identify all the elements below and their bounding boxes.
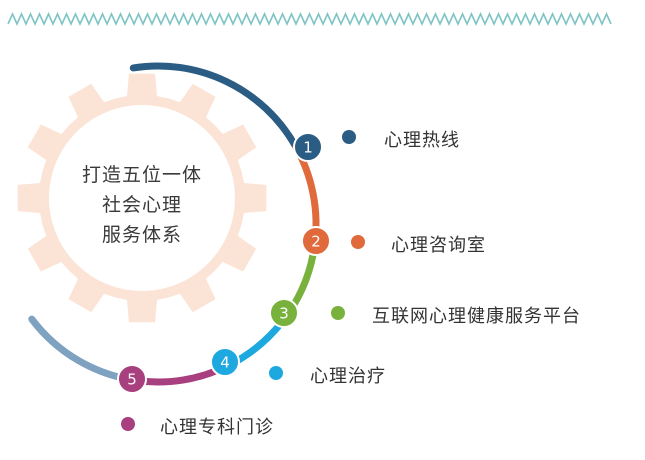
node-number-3: 3 (279, 305, 289, 323)
item-label-2: 心理咨询室 (391, 235, 486, 256)
node-5: 5 (117, 364, 147, 394)
item-label-5: 心理专科门诊 (160, 417, 274, 438)
zigzag-border (7, 12, 612, 26)
center-title-line-1: 打造五位一体 (81, 164, 202, 186)
item-label-1: 心理热线 (384, 130, 460, 151)
item-dot-1 (342, 130, 356, 144)
item-dot-4 (269, 366, 283, 380)
center-title-line-3: 服务体系 (101, 224, 182, 246)
item-dot-2 (351, 235, 365, 249)
item-label-4: 心理治疗 (310, 366, 386, 387)
node-number-4: 4 (220, 354, 230, 372)
arc-segment-1 (129, 62, 299, 149)
center-title: 打造五位一体 社会心理 服务体系 (62, 160, 222, 250)
node-2: 2 (301, 226, 331, 256)
gear-center (49, 105, 235, 291)
node-3: 3 (269, 298, 299, 328)
item-label-3: 互联网心理健康服务平台 (372, 306, 581, 327)
node-1: 1 (293, 132, 323, 162)
node-number-5: 5 (127, 371, 137, 389)
node-number-2: 2 (311, 233, 321, 251)
node-number-1: 1 (303, 139, 313, 157)
node-4: 4 (210, 347, 240, 377)
center-title-line-2: 社会心理 (101, 194, 182, 216)
item-dot-3 (331, 306, 345, 320)
item-dot-5 (121, 417, 135, 431)
